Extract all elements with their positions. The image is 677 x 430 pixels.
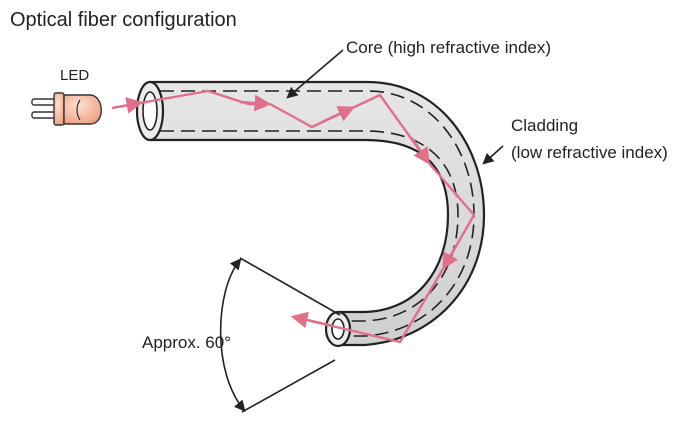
led-body (63, 94, 102, 125)
light-ray (111, 89, 476, 344)
led-base (53, 92, 65, 126)
fiber-end-left-core (142, 91, 158, 131)
cladding-label-line2: (low refractive index) (511, 143, 668, 162)
core-label: Core (high refractive index) (346, 38, 551, 57)
core-pointer (286, 49, 344, 99)
light-ray-arrow-2 (239, 94, 272, 112)
light-ray-arrow-1 (111, 97, 144, 114)
led-lead-bottom (31, 111, 57, 119)
fiber-tube (148, 80, 486, 347)
led-label: LED (60, 67, 89, 84)
optical-fiber (135, 80, 486, 348)
led-lead-top (31, 98, 57, 106)
light-ray-exit-arrow (290, 311, 331, 329)
light-ray-arrow-3 (321, 106, 356, 124)
light-ray-arrow-4 (411, 137, 430, 165)
angle-label: Approx. 60° (142, 333, 231, 352)
led (31, 92, 102, 126)
angle-indicator (219, 257, 341, 413)
page-title: Optical fiber configuration (10, 9, 237, 31)
angle-line-lower (241, 359, 336, 413)
core-boundary-inner (160, 130, 459, 322)
angle-line-upper (239, 257, 341, 316)
light-ray-arrow-5 (442, 245, 458, 270)
cladding-label-line1: Cladding (511, 116, 578, 135)
cladding-pointer (482, 145, 504, 165)
angle-arc (219, 258, 246, 412)
led-highlight (76, 99, 81, 121)
